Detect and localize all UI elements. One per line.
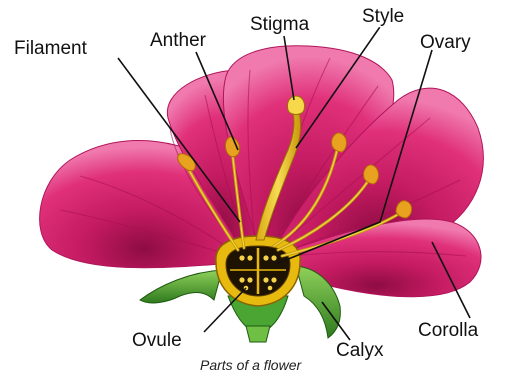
stigma <box>287 96 304 115</box>
label-ovule: Ovule <box>132 330 182 351</box>
label-stigma: Stigma <box>250 14 310 35</box>
receptacle <box>246 326 270 342</box>
label-filament: Filament <box>14 38 88 59</box>
label-anther: Anther <box>150 30 207 51</box>
label-ovary: Ovary <box>420 32 471 53</box>
label-style: Style <box>362 6 404 27</box>
label-corolla: Corolla <box>418 320 479 341</box>
sepal-left <box>140 270 222 303</box>
figure-caption: Parts of a flower <box>200 357 302 373</box>
label-calyx: Calyx <box>336 340 384 361</box>
